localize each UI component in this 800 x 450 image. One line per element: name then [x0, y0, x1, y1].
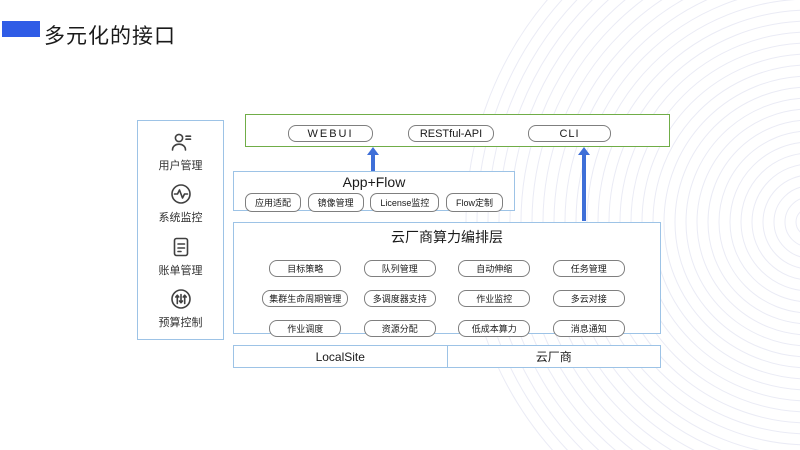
sidebar-item-label: 系统监控 — [158, 212, 203, 225]
base-layer-bar: LocalSite 云厂商 — [233, 345, 661, 368]
monitor-icon — [170, 184, 191, 205]
arrow-shaft — [581, 155, 586, 221]
user-icon — [171, 133, 191, 151]
bill-icon — [173, 237, 188, 256]
sidebar-item-label: 账单管理 — [158, 264, 203, 277]
arrow-shaft — [370, 155, 375, 172]
webui-button: WEBUI — [288, 125, 373, 142]
title-accent-bar — [2, 21, 40, 37]
flow-customization-button: Flow定制 — [445, 193, 503, 212]
arrow-appflow-to-interface — [366, 147, 379, 172]
app-flow-title: App+Flow — [342, 174, 406, 190]
restful-api-button: RESTful-API — [408, 125, 494, 142]
multi-scheduler-button: 多调度器支持 — [363, 290, 436, 307]
job-scheduling-button: 作业调度 — [269, 320, 342, 337]
multi-cloud-button: 多云对接 — [552, 290, 625, 307]
cluster-lifecycle-button: 集群生命周期管理 — [262, 290, 349, 307]
message-notification-button: 消息通知 — [552, 320, 625, 337]
sidebar-item-system-monitoring: 系统监控 — [159, 182, 203, 225]
target-strategy-button: 目标策略 — [269, 260, 342, 277]
cloud-vendor-cell: 云厂商 — [535, 350, 572, 364]
sidebar-item-bill-management: 账单管理 — [159, 235, 203, 278]
license-monitoring-button: License监控 — [370, 193, 440, 212]
task-management-button: 任务管理 — [552, 260, 625, 277]
job-monitoring-button: 作业监控 — [458, 290, 531, 307]
cli-button: CLI — [528, 125, 611, 142]
arrow-head-icon — [366, 147, 379, 155]
auto-scaling-button: 自动伸缩 — [458, 260, 531, 277]
arrow-head-icon — [577, 147, 590, 155]
resource-allocation-button: 资源分配 — [363, 320, 436, 337]
page-title: 多元化的接口 — [44, 25, 176, 48]
queue-management-button: 队列管理 — [363, 260, 436, 277]
image-management-button: 镜像管理 — [307, 193, 364, 212]
app-flow-layer-box: App+Flow 应用适配 镜像管理 License监控 Flow定制 — [233, 171, 515, 212]
orchestration-title: 云厂商算力编排层 — [391, 229, 503, 245]
interface-layer-box: WEBUI RESTful-API CLI — [245, 114, 670, 147]
sidebar-item-label: 用户管理 — [158, 160, 203, 173]
sidebar-item-user-management: 用户管理 — [159, 130, 203, 173]
arrow-orchestration-to-interface — [577, 147, 590, 221]
sidebar-item-budget-control: 预算控制 — [159, 287, 203, 330]
app-flow-button-row: 应用适配 镜像管理 License监控 Flow定制 — [234, 190, 514, 212]
management-sidebar: 用户管理 系统监控 账单管理 预算控制 — [137, 120, 224, 340]
orchestration-grid: 目标策略 队列管理 自动伸缩 任务管理 集群生命周期管理 多调度器支持 作业监控… — [234, 247, 660, 337]
sidebar-item-label: 预算控制 — [158, 316, 203, 329]
low-cost-compute-button: 低成本算力 — [458, 320, 531, 337]
localsite-cell: LocalSite — [234, 346, 448, 367]
orchestration-layer-box: 云厂商算力编排层 目标策略 队列管理 自动伸缩 任务管理 集群生命周期管理 多调… — [233, 222, 661, 337]
app-adaptation-button: 应用适配 — [245, 193, 302, 212]
budget-icon — [170, 288, 191, 309]
